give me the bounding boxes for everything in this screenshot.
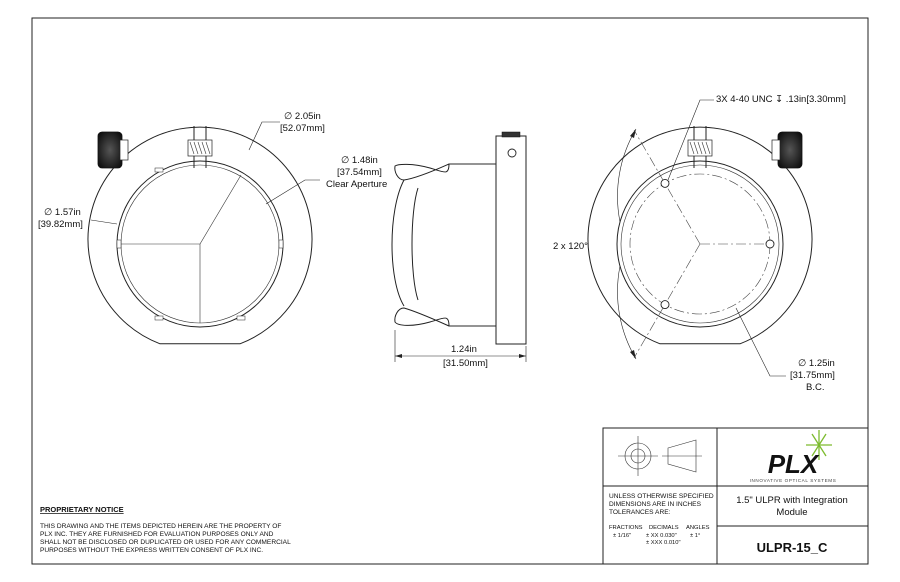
clear-aperture-mm: [37.54mm] xyxy=(337,167,382,178)
inner-diameter-label: ∅ 1.57in xyxy=(44,207,81,218)
front-knob xyxy=(97,131,129,169)
rear-outer-ring xyxy=(587,126,813,345)
angles-value: ± 1° xyxy=(690,533,700,539)
logo-wordmark: PLX xyxy=(768,449,820,479)
front-outer-ring xyxy=(87,126,313,345)
angle-label: 2 x 120° xyxy=(553,241,588,252)
clear-aperture-text: Clear Aperture xyxy=(326,179,387,190)
side-view xyxy=(391,131,527,362)
bolt-circle-mm: [31.75mm] xyxy=(790,370,835,381)
tolerance-line: TOLERANCES ARE: xyxy=(609,509,671,516)
decimals-xx: ± XX 0.030" xyxy=(646,533,677,539)
notice-line: SHALL NOT BE DISCLOSED OR DUPLICATED OR … xyxy=(40,539,291,546)
rear-view xyxy=(587,99,813,377)
notice-title: PROPRIETARY NOTICE xyxy=(40,505,124,514)
part-number: ULPR-15_C xyxy=(757,540,828,555)
front-thread xyxy=(187,139,213,157)
side-reflector xyxy=(394,163,496,181)
part-title-line2: Module xyxy=(776,507,807,518)
sheet-border xyxy=(31,17,869,565)
logo-tagline: INNOVATIVE OPTICAL SYSTEMS xyxy=(750,478,837,483)
tolerance-line: DIMENSIONS ARE IN INCHES xyxy=(609,501,702,508)
mount-hole xyxy=(765,239,775,249)
part-title-line1: 1.5" ULPR with Integration xyxy=(736,495,848,506)
title-block: PLX INNOVATIVE OPTICAL SYSTEMS UNLESS OT… xyxy=(602,427,869,565)
notice-line: THIS DRAWING AND THE ITEMS DEPICTED HERE… xyxy=(40,523,281,530)
bolt-circle-text: B.C. xyxy=(806,382,824,393)
bolt-circle-label: ∅ 1.25in xyxy=(798,358,835,369)
notice-line: PLX INC. THEY ARE FURNISHED FOR EVALUATI… xyxy=(40,531,274,538)
holes-callout: 3X 4-40 UNC ↧ .13in[3.30mm] xyxy=(716,94,846,105)
front-view xyxy=(87,121,320,345)
decimals-xxx: ± XXX 0.010" xyxy=(646,540,681,546)
rear-thread xyxy=(687,139,713,157)
clear-aperture-diameter-label: ∅ 1.48in xyxy=(341,155,378,166)
plx-logo: PLX INNOVATIVE OPTICAL SYSTEMS xyxy=(750,430,837,483)
mount-hole xyxy=(660,300,670,310)
inner-diameter-mm: [39.82mm] xyxy=(38,219,83,230)
projection-symbol xyxy=(618,436,702,476)
rear-knob xyxy=(771,131,803,169)
angles-label: ANGLES xyxy=(686,525,710,531)
tolerance-line: UNLESS OTHERWISE SPECIFIED xyxy=(609,493,714,500)
outer-diameter-mm: [52.07mm] xyxy=(280,123,325,134)
depth-label: 1.24in xyxy=(451,344,477,355)
depth-mm: [31.50mm] xyxy=(443,358,488,369)
outer-diameter-label: ∅ 2.05in xyxy=(284,111,321,122)
fractions-value: ± 1/16" xyxy=(613,533,631,539)
fractions-label: FRACTIONS xyxy=(609,525,643,531)
decimals-label: DECIMALS xyxy=(649,525,679,531)
mount-hole xyxy=(660,178,670,188)
notice-line: PURPOSES WITHOUT THE EXPRESS WRITTEN CON… xyxy=(40,547,263,554)
side-body xyxy=(495,135,527,345)
